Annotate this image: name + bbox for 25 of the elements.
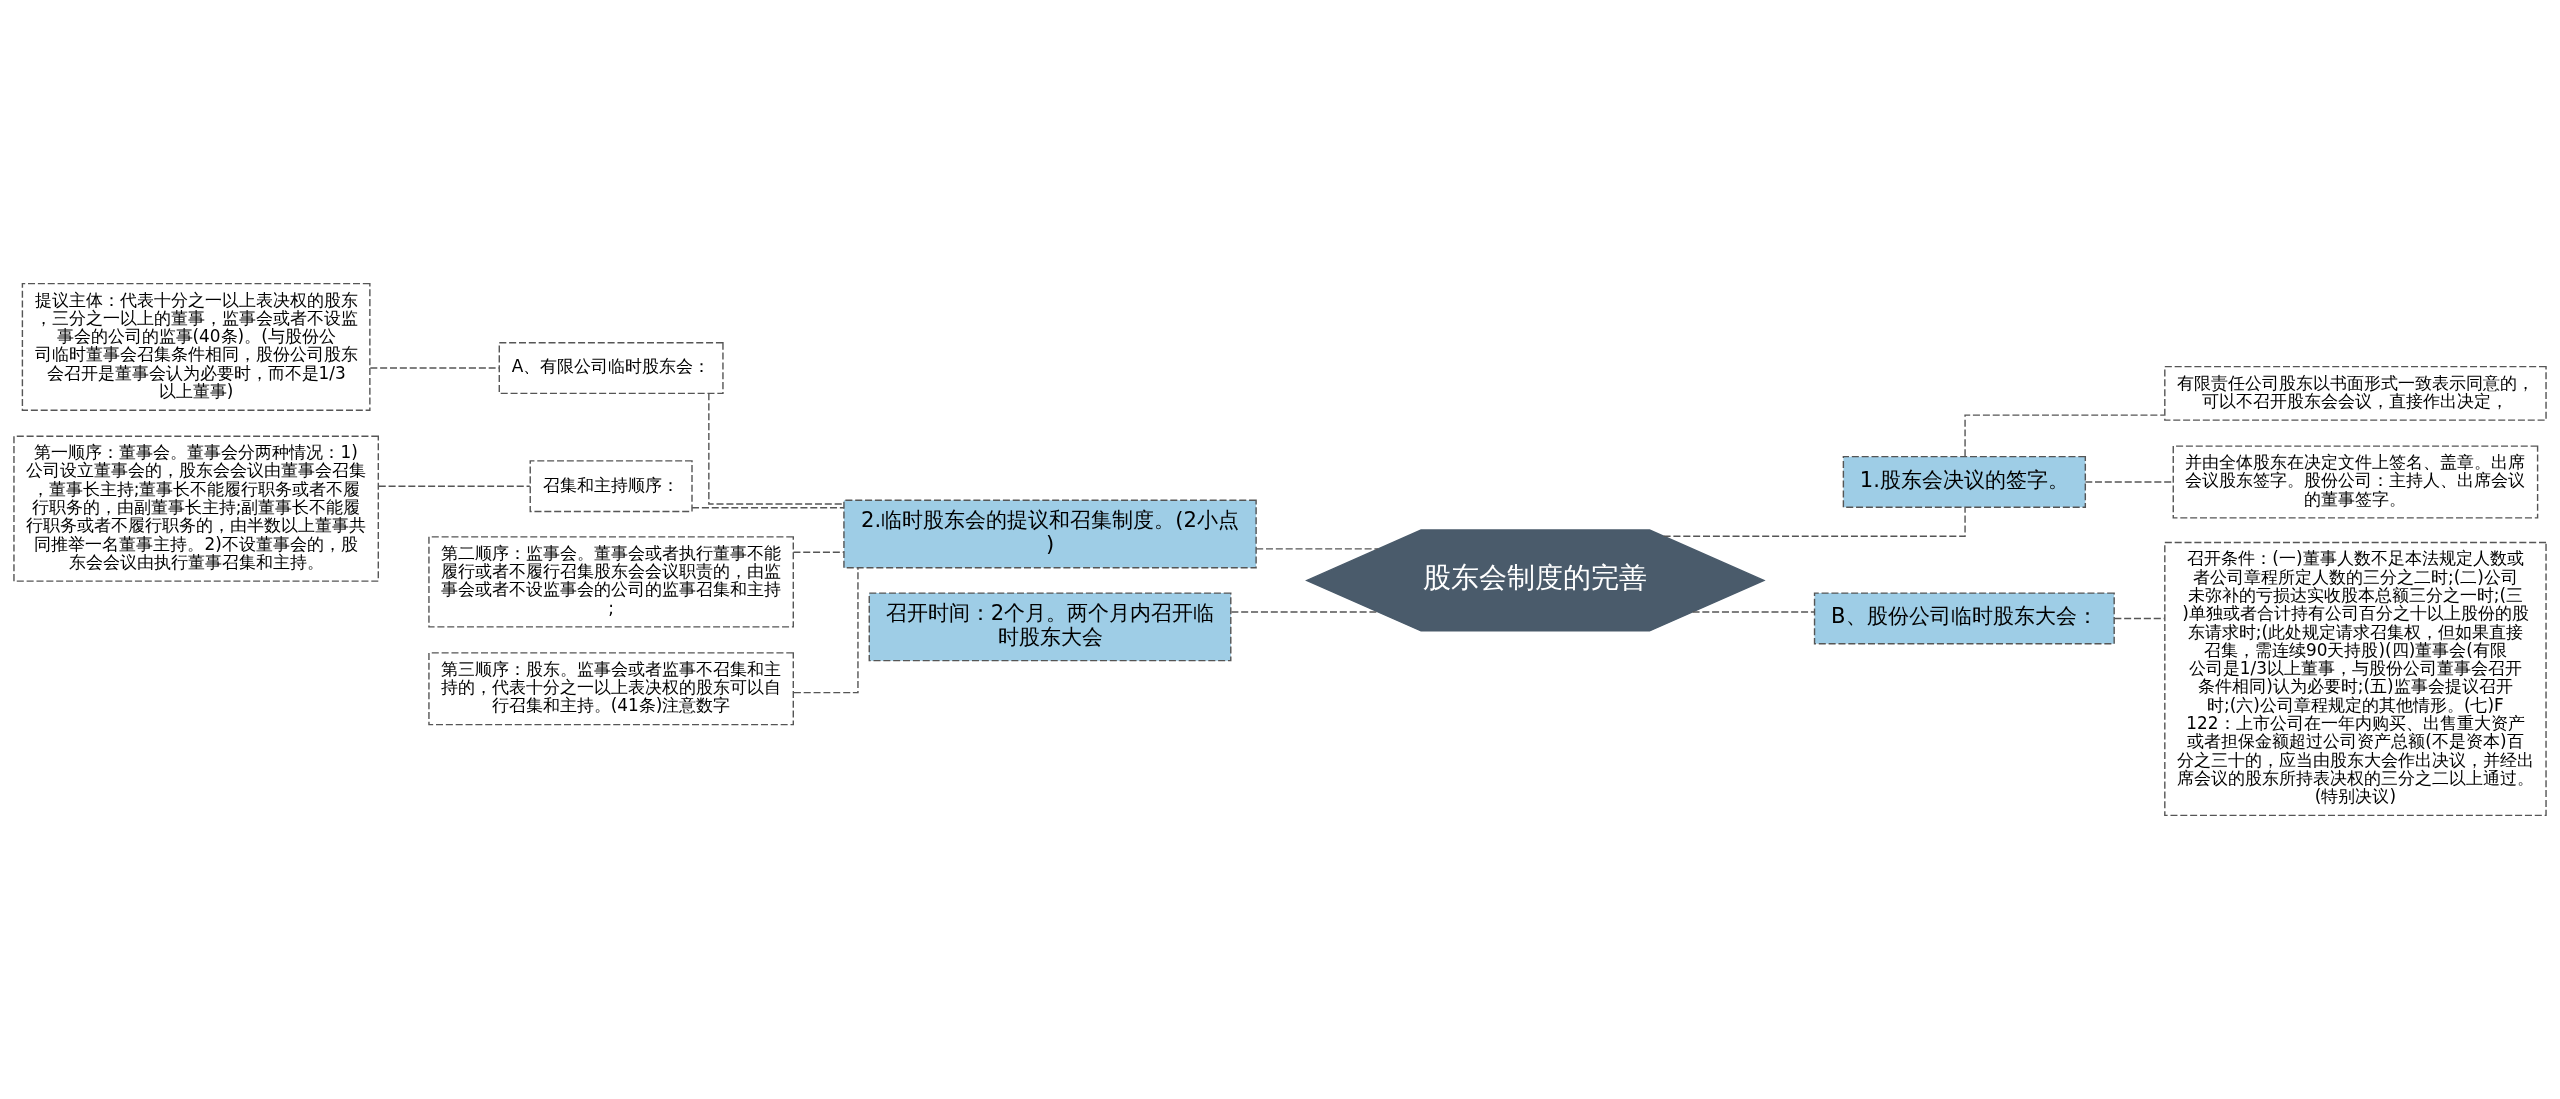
connector [792,551,845,553]
connector [691,507,845,509]
node-box: 第一顺序：董事会。董事会分两种情况：1)公司设立董事会的，股东会会议由董事会召集，董事长主持;董事长不能履行职务或者不履行职务的，由副董事长主持;副董事长不能履行职务或者不履行职务的，由半数以上董事共同推举一名董事主持。2)不设董事会的，股东会会议由执行董事召集和主持。 [13,435,379,582]
node-box: B、股份公司临时股东大会： [1813,592,2115,645]
connector [1964,414,2165,458]
node-box: 并由全体股东在决定文件上签名、盖章。出席会议股东签字。股份公司：主持人、出席会议的董事签字。 [2172,445,2539,519]
connector [1691,611,1815,613]
node-box: 提议主体：代表十分之一以上表决权的股东，三分之一以上的董事，监事会或者不设监事会的公司的监事(40条)。(与股份公司临时董事会召集条件相同，股份公司股东会召开是董事会认为必要时，而不是1/3以上董事) [21,282,371,411]
node-box: 召开时间：2个月。两个月内召开临时股东大会 [868,592,1232,662]
node-box: 第三顺序：股东。监事会或者监事不召集和主持的，代表十分之一以上表决权的股东可以自行召集和主持。(41条)注意数字 [428,652,794,726]
node-box: 有限责任公司股东以书面形式一致表示同意的，可以不召开股东会会议，直接作出决定， [2164,365,2547,421]
node-box: 2.临时股东会的提议和召集制度。(2小点) [843,499,1257,569]
connector [708,392,845,505]
node-box: A、有限公司临时股东会： [498,342,724,395]
connector [369,367,500,369]
connector [793,567,859,694]
node-box: 召集和主持顺序： [529,460,693,513]
connector [378,485,531,487]
connector [1255,548,1379,550]
connector [2084,481,2174,483]
connector [1662,507,1966,537]
node-box: 1.股东会决议的签字。 [1842,455,2087,508]
node-box: 第二顺序：监事会。董事会或者执行董事不能履行或者不履行召集股东会会议职责的，由监事会或者不设监事会的公司的监事召集和主持; [428,536,794,628]
node-box: 召开条件：(一)董事人数不足本法规定人数或者公司章程所定人数的三分之二时;(二)公司未弥补的亏损达实收股本总额三分之一时;(三)单独或者合计持有公司百分之十以上股份的股东请求时;(此处规定请求召集权，但如果直接召集，需连续90天持股)(四)董事会(有限公司是1/3以上董事，与股份公司董事会召开条件相同)认为必要时;(五)监事会提议召开时;(六)公司章程规定的其他情形。(七)F122：上市公司在一年内购买、出售重大资产或者担保金额超过公司资产总额(不是资本)百分之三十的，应当由股东大会作出决议，并经出席会议的股东所持表决权的三分之二以上通过。(特别决议) [2164,541,2547,817]
connector [1230,611,1379,613]
